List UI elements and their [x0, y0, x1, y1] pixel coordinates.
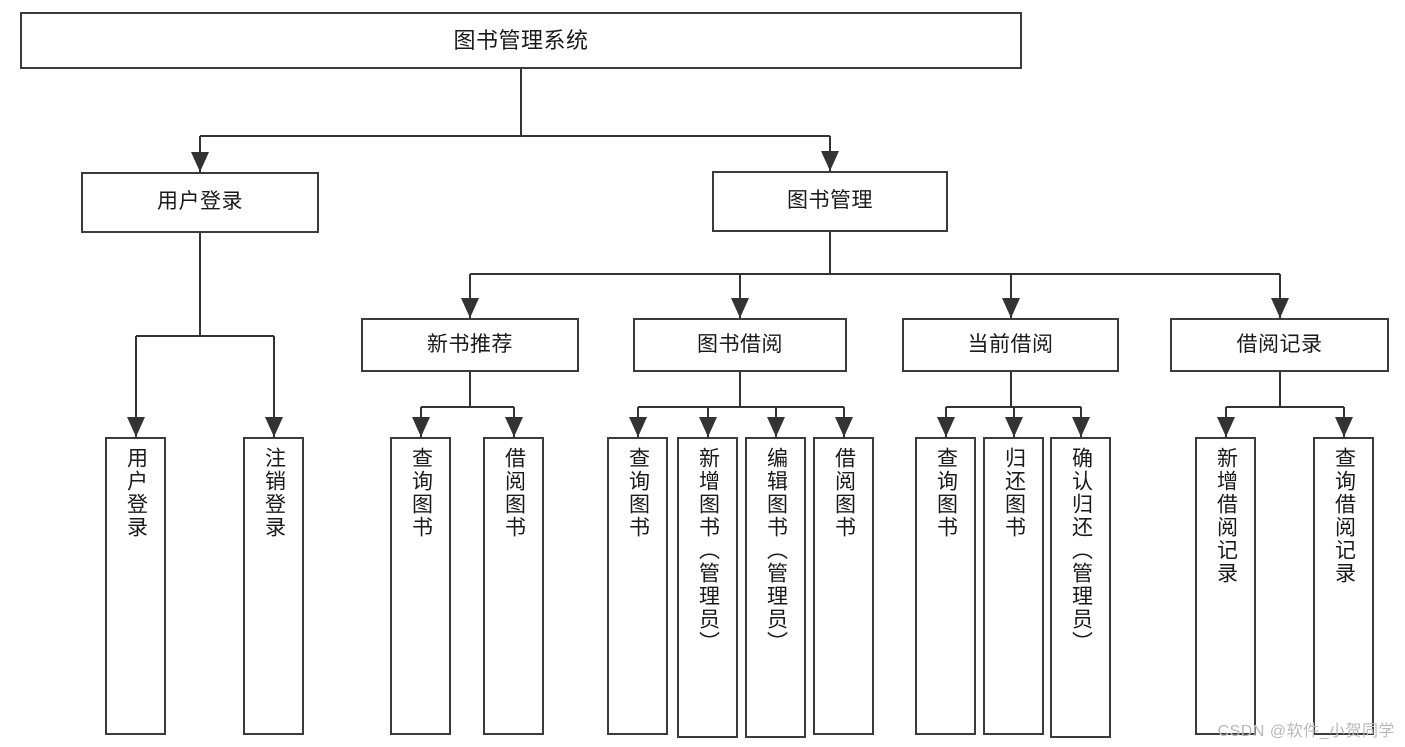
- node-borrow-record[interactable]: 借阅记录: [1170, 318, 1389, 372]
- node-label: 用户登录: [157, 190, 243, 214]
- arrowhead: [127, 417, 145, 437]
- arrowhead: [1335, 417, 1353, 437]
- node-leaf-br-add[interactable]: 新增借阅记录: [1195, 437, 1256, 735]
- arrowhead: [835, 417, 853, 437]
- arrowhead: [629, 417, 647, 437]
- node-label: 图书管理: [787, 189, 873, 213]
- arrowhead: [1072, 417, 1090, 437]
- arrowhead: [699, 417, 717, 437]
- node-user-login[interactable]: 用户登录: [81, 172, 319, 233]
- node-book-borrow[interactable]: 图书借阅: [633, 318, 847, 372]
- arrowhead: [821, 151, 839, 171]
- node-label: 注销登录: [262, 447, 286, 539]
- node-label: 图书管理系统: [453, 27, 589, 53]
- arrowhead: [1005, 417, 1023, 437]
- arrowhead: [1271, 298, 1289, 318]
- node-leaf-cb-confirm[interactable]: 确认归还（管理员）: [1050, 437, 1111, 738]
- node-label: 图书借阅: [697, 332, 783, 356]
- node-label: 查询图书: [934, 447, 958, 539]
- node-label: 编辑图书（管理员）: [764, 447, 788, 654]
- arrowhead: [265, 417, 283, 437]
- node-label: 查询图书: [409, 447, 433, 539]
- arrowhead: [461, 298, 479, 318]
- arrowhead: [731, 298, 749, 318]
- arrowhead: [937, 417, 955, 437]
- node-new-book-rec[interactable]: 新书推荐: [361, 318, 579, 372]
- node-label: 确认归还（管理员）: [1069, 447, 1093, 654]
- node-label: 当前借阅: [967, 332, 1054, 356]
- node-leaf-bb-add[interactable]: 新增图书（管理员）: [677, 437, 738, 738]
- node-label: 查询图书: [626, 447, 650, 539]
- node-leaf-cb-return[interactable]: 归还图书: [983, 437, 1044, 735]
- node-leaf-bb-search[interactable]: 查询图书: [607, 437, 668, 735]
- arrowhead: [191, 152, 209, 172]
- node-leaf-bb-edit[interactable]: 编辑图书（管理员）: [745, 437, 806, 738]
- node-label: 借阅记录: [1236, 332, 1323, 356]
- arrowhead: [767, 417, 785, 437]
- node-leaf-logout[interactable]: 注销登录: [243, 437, 304, 735]
- node-leaf-rec-search[interactable]: 查询图书: [390, 437, 451, 735]
- node-label: 新书推荐: [427, 332, 513, 356]
- node-leaf-rec-borrow[interactable]: 借阅图书: [483, 437, 544, 735]
- node-label: 归还图书: [1002, 447, 1026, 539]
- node-root[interactable]: 图书管理系统: [20, 12, 1022, 69]
- node-label: 新增借阅记录: [1214, 447, 1238, 585]
- arrowhead: [1002, 298, 1020, 318]
- node-leaf-cb-search[interactable]: 查询图书: [915, 437, 976, 735]
- node-leaf-br-search[interactable]: 查询借阅记录: [1313, 437, 1374, 735]
- node-current-borrow[interactable]: 当前借阅: [902, 318, 1119, 372]
- node-label: 用户登录: [124, 447, 148, 539]
- node-label: 新增图书（管理员）: [696, 447, 720, 654]
- node-label: 借阅图书: [832, 447, 856, 539]
- node-book-manage[interactable]: 图书管理: [712, 171, 948, 232]
- watermark: CSDN @软件_小贺同学: [1217, 723, 1395, 740]
- node-leaf-bb-borrow[interactable]: 借阅图书: [813, 437, 874, 735]
- arrowhead: [412, 417, 430, 437]
- node-leaf-user-login[interactable]: 用户登录: [105, 437, 166, 735]
- arrowhead: [505, 417, 523, 437]
- arrowhead: [1217, 417, 1235, 437]
- node-label: 借阅图书: [502, 447, 526, 539]
- node-label: 查询借阅记录: [1332, 447, 1356, 585]
